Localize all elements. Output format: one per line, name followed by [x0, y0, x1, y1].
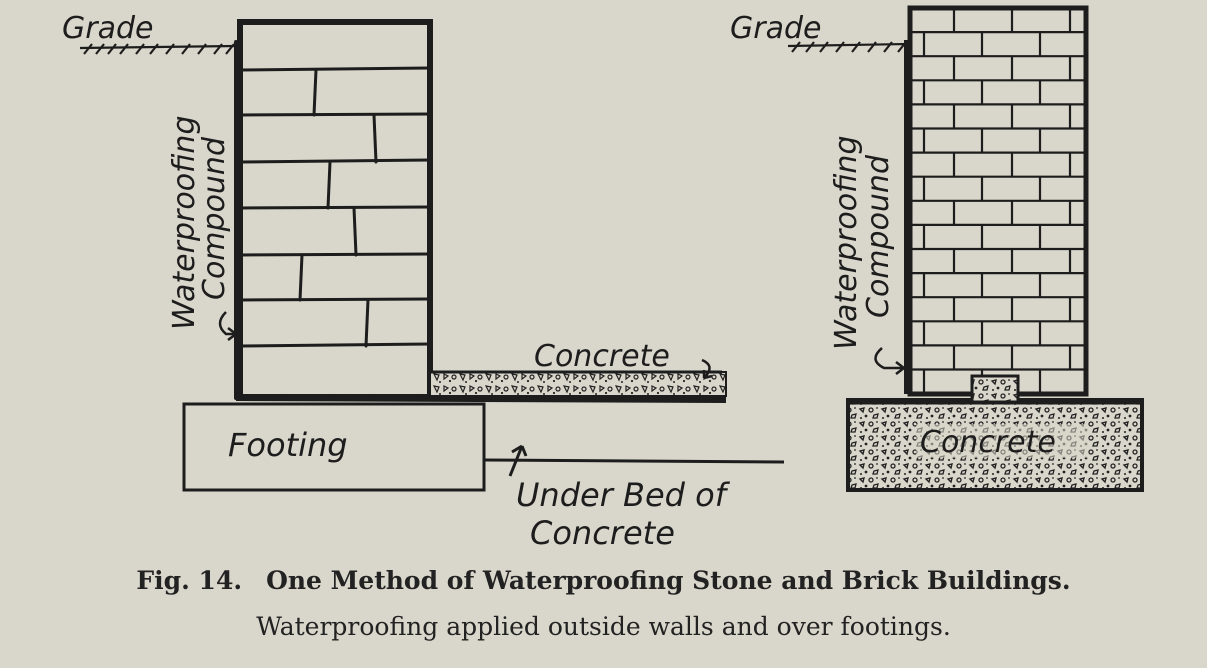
right-concrete-label-bg [916, 424, 1088, 458]
right-concrete-label: Concrete [920, 425, 1056, 460]
left-waterproofing-leader [218, 311, 237, 341]
under-bed-leader [483, 444, 785, 477]
figure-caption-title: Fig. 14. One Method of Waterproofing Ston… [0, 566, 1207, 595]
left-waterproofing-label-line1: Waterproofing [167, 116, 202, 330]
brick-wall [907, 5, 1089, 397]
right-brick-wall-diagram: Grade Waterproofing Compound Concrete [730, 5, 1144, 492]
right-waterproofing-leader [874, 347, 905, 375]
left-concrete-label: Concrete [534, 339, 670, 374]
right-grade-label: Grade [730, 11, 821, 46]
under-bed-label-line1: Under Bed of [516, 476, 731, 514]
concrete-slab [429, 370, 727, 397]
left-stone-wall-diagram: Grade Waterproofing Compound Concrete Fo… [62, 11, 785, 552]
waterproofing-diagram: Grade Waterproofing Compound Concrete Fo… [62, 5, 1144, 552]
left-grade-line [79, 43, 237, 55]
footing-label: Footing [228, 426, 348, 464]
right-waterproofing-label-line1: Waterproofing [829, 136, 864, 350]
right-grade-line [787, 41, 909, 53]
figure-caption-subtitle: Waterproofing applied outside walls and … [256, 612, 951, 641]
right-waterproofing-label-line2: Compound [861, 154, 896, 318]
under-bed-label-line2: Concrete [530, 514, 675, 552]
left-grade-label: Grade [62, 11, 153, 46]
left-concrete-leader [701, 358, 713, 380]
footing [182, 395, 727, 492]
stone-wall [234, 19, 433, 400]
left-waterproofing-label-line2: Compound [197, 136, 232, 300]
figure-title: One Method of Waterproofing Stone and Br… [266, 566, 1071, 595]
figure-number: Fig. 14. [136, 566, 243, 595]
